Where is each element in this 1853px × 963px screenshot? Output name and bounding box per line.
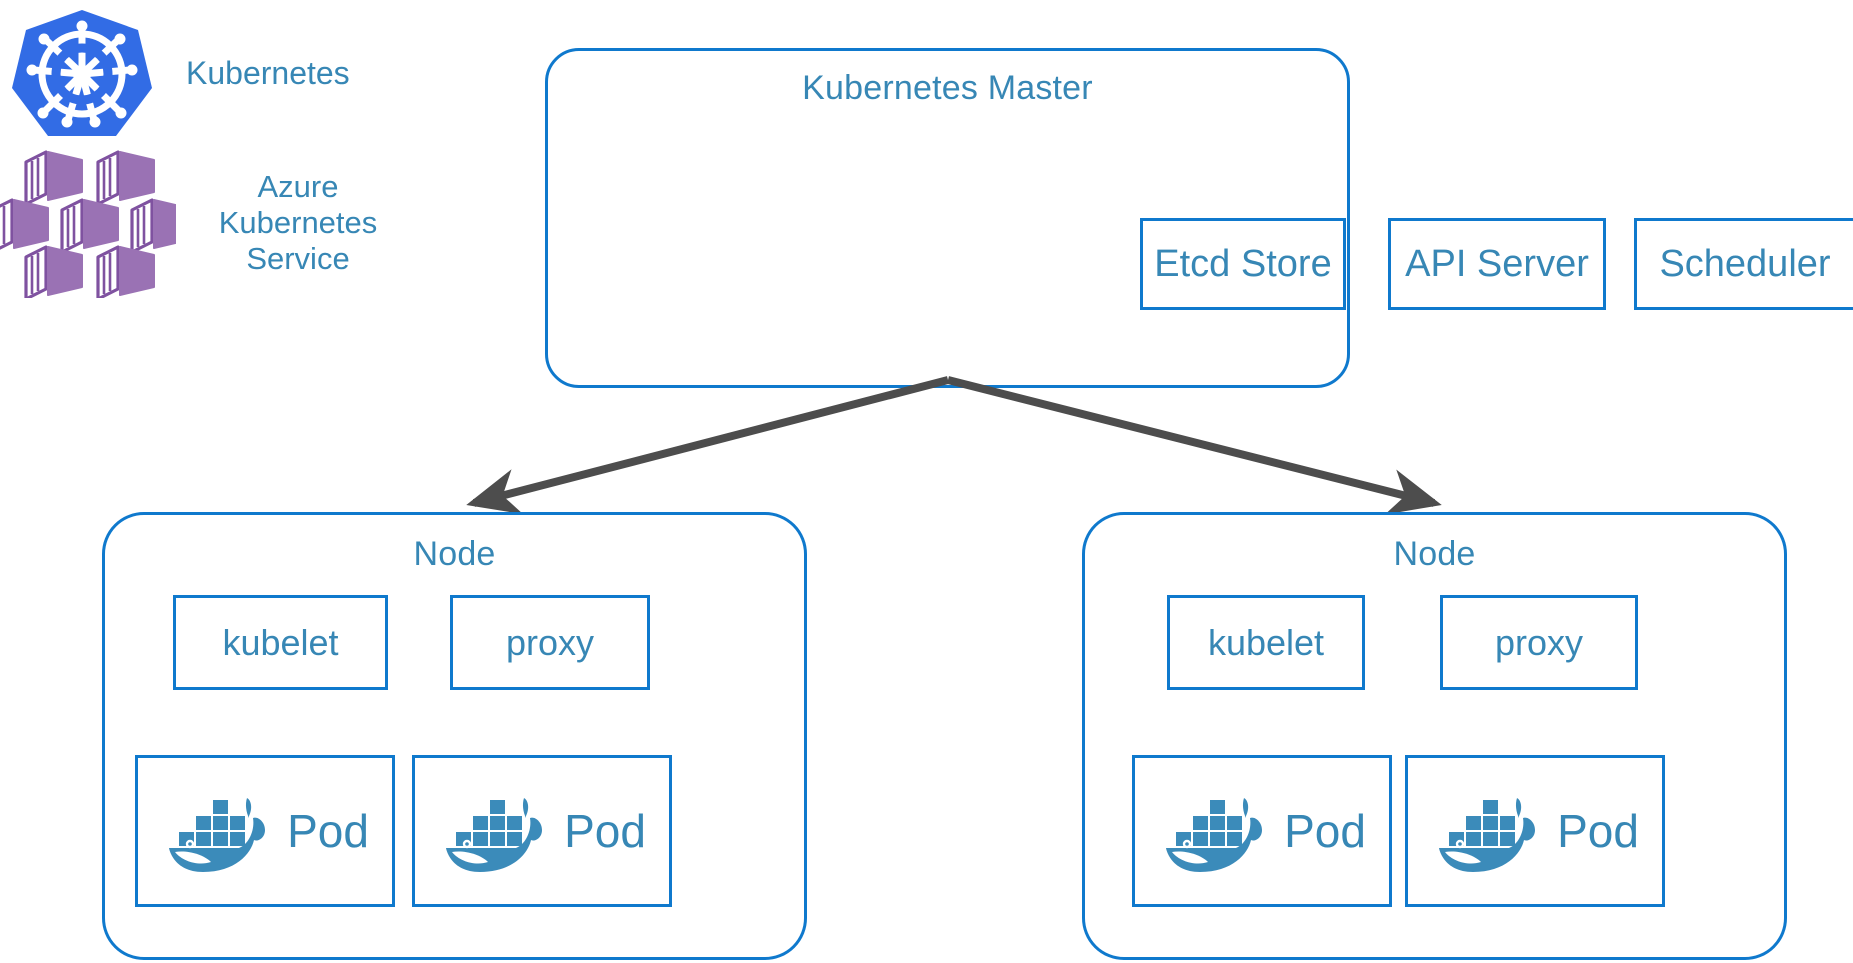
legend-kubernetes: Kubernetes — [8, 8, 350, 140]
node-box-right[interactable]: Node kubelet proxy — [1082, 512, 1787, 960]
pod-label: Pod — [1284, 805, 1366, 857]
node-left-pod-2[interactable]: Pod — [412, 755, 672, 907]
node-right-pod-1[interactable]: Pod — [1132, 755, 1392, 907]
arrow-master-to-right-node — [947, 376, 1442, 515]
arrow-master-to-left-node — [466, 376, 950, 515]
master-component-scheduler[interactable]: Scheduler — [1634, 218, 1853, 310]
node-left-title: Node — [413, 535, 496, 573]
pod-label: Pod — [1557, 805, 1639, 857]
docker-whale-icon — [161, 788, 269, 874]
legend-aks: Azure Kubernetes Service — [0, 148, 398, 298]
master-component-api-server[interactable]: API Server — [1388, 218, 1606, 310]
node-right-pod-2[interactable]: Pod — [1405, 755, 1665, 907]
node-right-component-proxy[interactable]: proxy — [1440, 595, 1638, 690]
node-left-component-proxy[interactable]: proxy — [450, 595, 650, 690]
docker-whale-icon — [1431, 788, 1539, 874]
docker-whale-icon — [438, 788, 546, 874]
node-right-component-kubelet[interactable]: kubelet — [1167, 595, 1365, 690]
node-box-left[interactable]: Node kubelet proxy — [102, 512, 807, 960]
pod-label: Pod — [287, 805, 369, 857]
master-component-etcd-store[interactable]: Etcd Store — [1140, 218, 1346, 310]
node-left-pod-1[interactable]: Pod — [135, 755, 395, 907]
legend-kubernetes-label: Kubernetes — [186, 55, 350, 92]
legend-aks-label: Azure Kubernetes Service — [218, 168, 378, 277]
node-right-title: Node — [1393, 535, 1476, 573]
kubernetes-master-title: Kubernetes Master — [802, 69, 1093, 107]
kubernetes-helm-logo-icon — [8, 8, 156, 140]
azure-kubernetes-service-icon — [0, 148, 176, 298]
docker-whale-icon — [1158, 788, 1266, 874]
node-left-component-kubelet[interactable]: kubelet — [173, 595, 388, 690]
pod-label: Pod — [564, 805, 646, 857]
kubernetes-master-box[interactable]: Kubernetes Master Etcd Store API Server … — [545, 48, 1853, 388]
